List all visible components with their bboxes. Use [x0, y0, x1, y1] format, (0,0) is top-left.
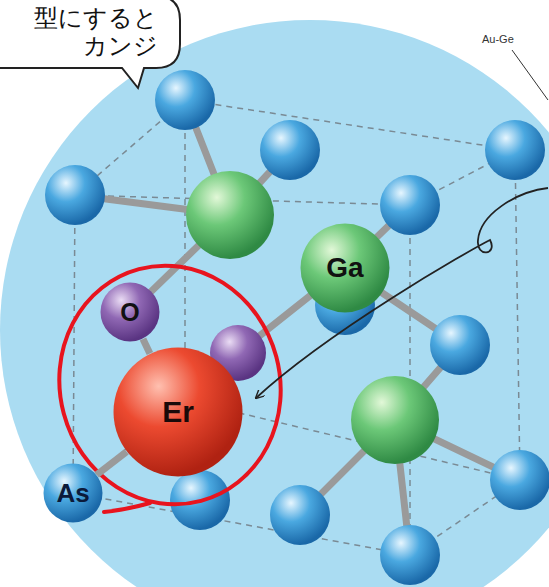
bubble-shape — [0, 0, 180, 88]
bonds — [75, 100, 520, 555]
bond-line — [143, 339, 150, 353]
as-atom: As — [43, 463, 103, 523]
unit-cell-edges — [73, 100, 520, 555]
bond-line — [97, 452, 127, 475]
element-symbol: Er — [162, 397, 194, 427]
er-atom: Er — [113, 347, 243, 477]
o-atom: O — [100, 282, 160, 342]
speech-text: 型にすると カンジ — [30, 4, 158, 60]
atom-sphere-fill — [44, 464, 103, 523]
leader-line — [512, 50, 548, 100]
ga-atom: Ga — [300, 223, 390, 313]
atom-sphere-fill — [301, 224, 390, 313]
atom-sphere-fill — [101, 283, 160, 342]
element-symbol: Ga — [326, 254, 363, 282]
as-atoms — [45, 70, 549, 585]
atom-sphere-fill — [114, 348, 243, 477]
element-symbol: O — [120, 300, 139, 325]
speech-bubble: 型にすると カンジ — [0, 0, 180, 68]
highlight-ring — [33, 241, 308, 530]
background-disc — [0, 20, 549, 587]
material-label: Au-Ge — [482, 33, 514, 45]
element-symbol: As — [56, 480, 89, 506]
pointer-arrow — [256, 188, 548, 398]
